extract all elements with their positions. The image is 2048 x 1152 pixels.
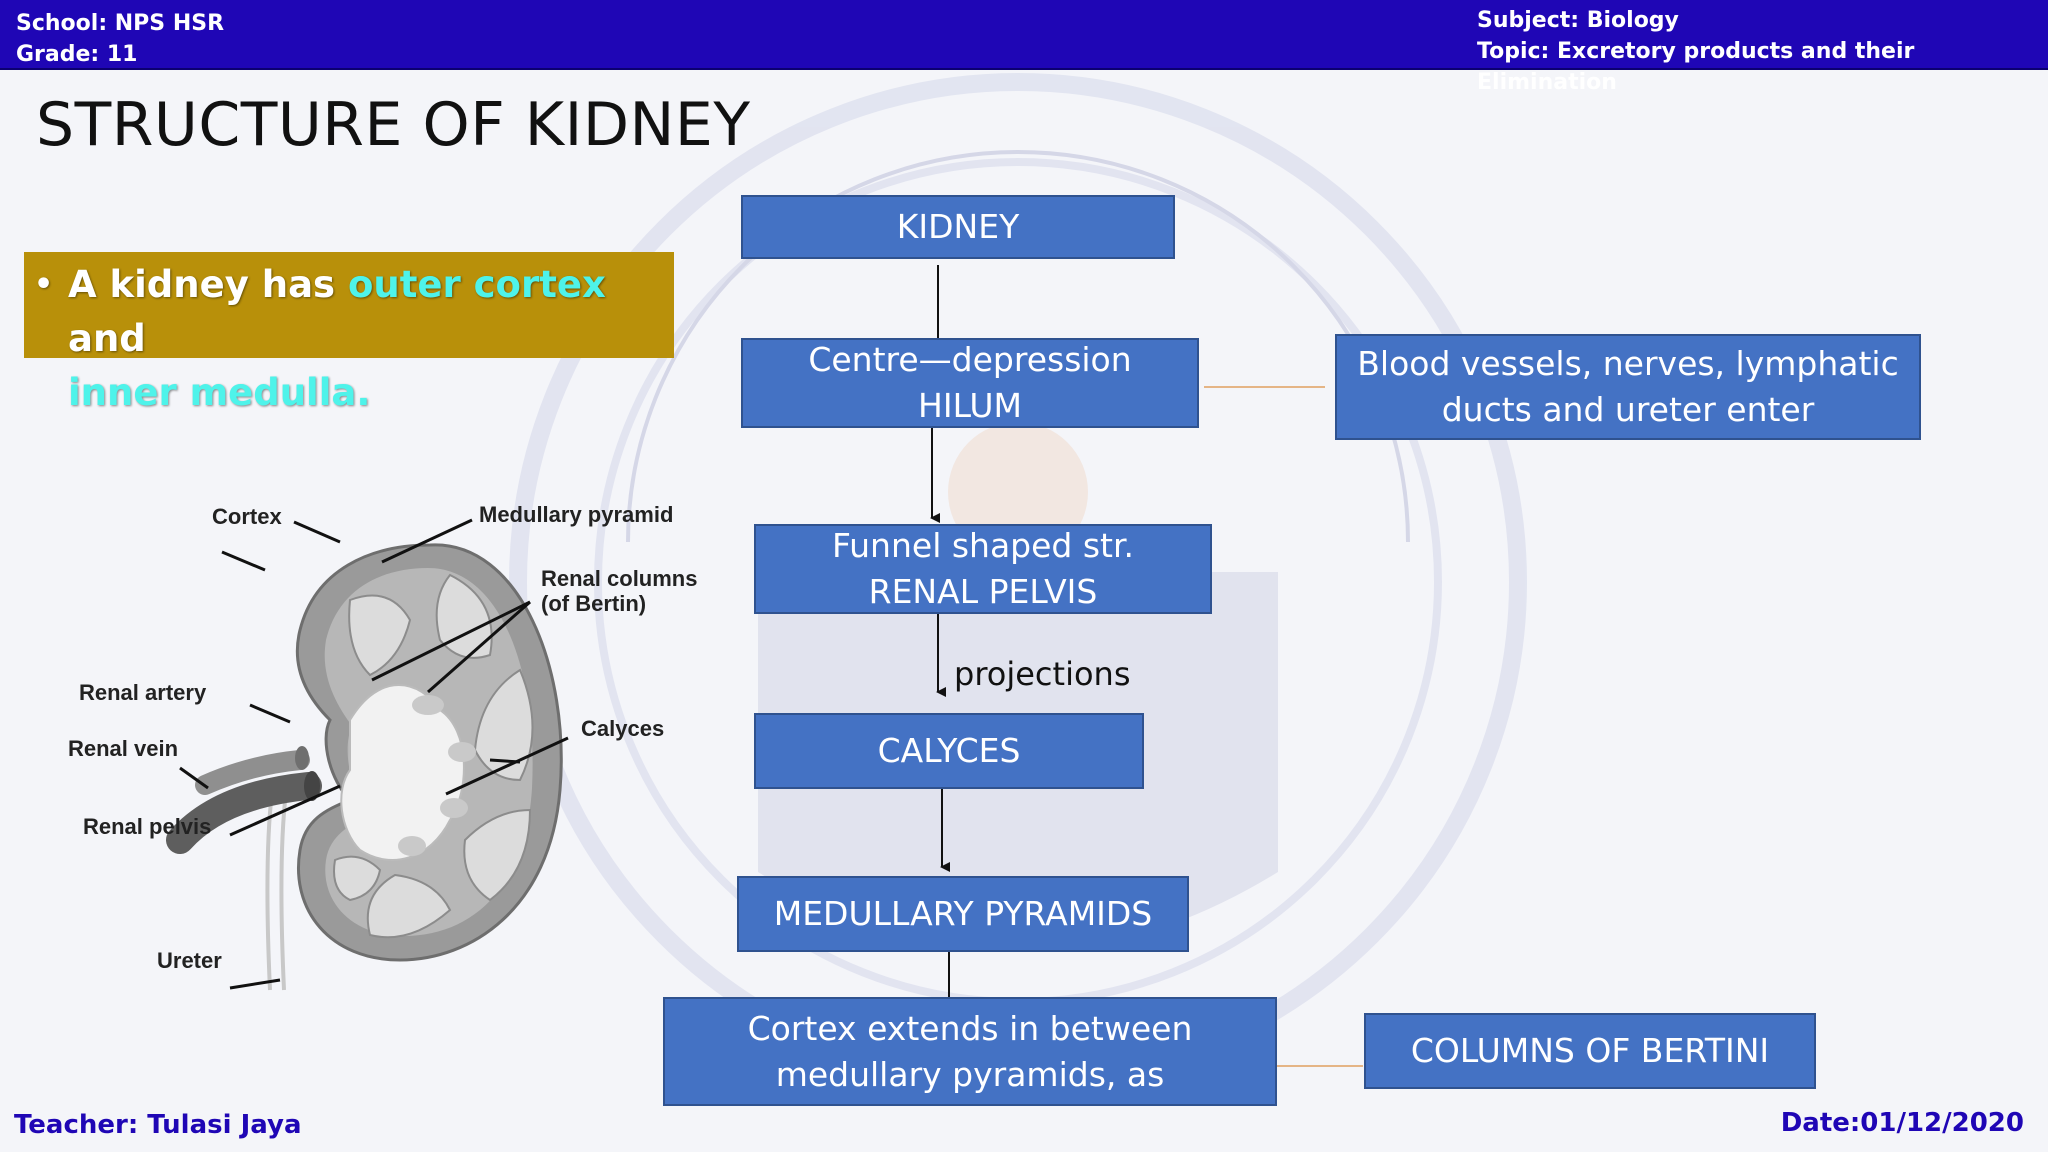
- label-renal-vein: Renal vein: [68, 736, 179, 761]
- box-pelvis-line1: Funnel shaped str.: [831, 526, 1135, 565]
- subject-label: Subject: Biology: [1477, 8, 1679, 33]
- label-cortex: Cortex: [212, 504, 282, 529]
- box-cortex-line1: Cortex extends in between: [747, 1008, 1193, 1048]
- header-left: School: NPS HSR Grade: 11: [16, 8, 224, 70]
- box-cortex-extends: Cortex extends in between medullary pyra…: [663, 997, 1277, 1106]
- box-kidney-label: KIDNEY: [896, 207, 1020, 246]
- box-hilum-line1: Centre—depression: [808, 340, 1132, 379]
- label-ureter: Ureter: [157, 948, 222, 973]
- label-renal-columns: Renal columns (of Bertin): [541, 566, 697, 616]
- box-pelvis-line2: RENAL PELVIS: [868, 572, 1098, 611]
- callout-text-2: and: [68, 317, 146, 360]
- date-label: Date:01/12/2020: [1780, 1108, 2024, 1138]
- topic-label: Topic: Excretory products and their Elim…: [1477, 39, 1915, 95]
- box-calyces-label: CALYCES: [877, 731, 1021, 770]
- kidney-illustration: [166, 518, 569, 991]
- label-renal-columns-line1: Renal columns: [541, 566, 698, 591]
- label-renal-artery: Renal artery: [79, 680, 207, 705]
- teacher-label: Teacher: Tulasi Jaya: [14, 1110, 302, 1140]
- callout-box: • A kidney has outer cortex and inner me…: [24, 252, 674, 414]
- callout-text-1: A kidney has: [68, 263, 348, 306]
- box-pyramids-label: MEDULLARY PYRAMIDS: [773, 894, 1153, 933]
- label-medullary-pyramid: Medullary pyramid: [479, 502, 674, 527]
- slide-title: STRUCTURE OF KIDNEY: [36, 90, 751, 160]
- box-medullary-pyramids: MEDULLARY PYRAMIDS: [737, 876, 1189, 952]
- callout-highlight-2: inner medulla.: [68, 371, 371, 414]
- callout-highlight-1: outer cortex: [347, 263, 606, 306]
- header-right: Subject: Biology Topic: Excretory produc…: [1477, 5, 2048, 98]
- box-hilum: Centre—depression HILUM: [741, 338, 1199, 428]
- box-renal-pelvis: Funnel shaped str. RENAL PELVIS: [754, 524, 1212, 614]
- box-hilum-line2: HILUM: [918, 386, 1022, 425]
- label-renal-columns-line2: (of Bertin): [541, 591, 647, 616]
- box-hilum-note-line2: ducts and ureter enter: [1441, 390, 1815, 429]
- box-columns-of-bertini: COLUMNS OF BERTINI: [1364, 1013, 1816, 1089]
- box-kidney: KIDNEY: [741, 195, 1175, 259]
- slide-header: School: NPS HSR Grade: 11 Subject: Biolo…: [0, 0, 2048, 95]
- box-hilum-note-line1: Blood vessels, nerves, lymphatic: [1357, 344, 1899, 383]
- projections-label: projections: [954, 655, 1131, 693]
- kidney-diagram: Cortex Medullary pyramid Renal columns (…: [50, 490, 730, 1010]
- grade-label: Grade: 11: [16, 42, 138, 67]
- box-hilum-note: Blood vessels, nerves, lymphatic ducts a…: [1335, 334, 1921, 440]
- box-bertini-label: COLUMNS OF BERTINI: [1410, 1031, 1770, 1070]
- label-calyces: Calyces: [581, 716, 665, 741]
- bullet-icon: •: [34, 267, 54, 302]
- box-cortex-line2: medullary pyramids, as: [775, 1054, 1165, 1094]
- label-renal-pelvis: Renal pelvis: [83, 814, 212, 839]
- school-label: School: NPS HSR: [16, 11, 225, 36]
- box-calyces: CALYCES: [754, 713, 1144, 789]
